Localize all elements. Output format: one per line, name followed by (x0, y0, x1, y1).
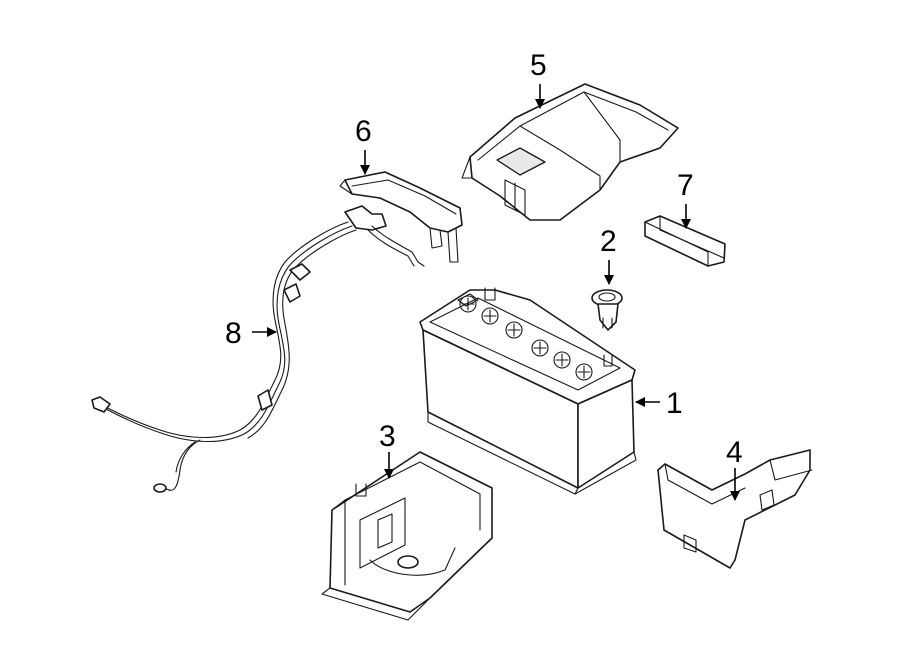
callout-arrows (252, 84, 740, 501)
bar-part-7 (644, 215, 726, 267)
callout-labels: 5 6 7 2 1 8 3 4 (225, 49, 743, 469)
callout-5: 5 (530, 49, 547, 82)
callout-6: 6 (355, 115, 372, 148)
tray-part-3 (321, 451, 493, 621)
bracket-part-6 (339, 171, 463, 263)
callout-8: 8 (225, 317, 242, 350)
callout-2: 2 (600, 225, 617, 258)
cable-part-8 (91, 205, 425, 493)
holder-part-4 (657, 449, 813, 569)
callout-3: 3 (379, 420, 396, 453)
callout-4: 4 (726, 436, 743, 469)
callout-7: 7 (677, 169, 694, 202)
callout-1: 1 (666, 387, 683, 420)
battery-cover-part-5 (461, 83, 679, 221)
battery-part-1 (419, 287, 637, 495)
plug-part-2 (591, 289, 623, 331)
